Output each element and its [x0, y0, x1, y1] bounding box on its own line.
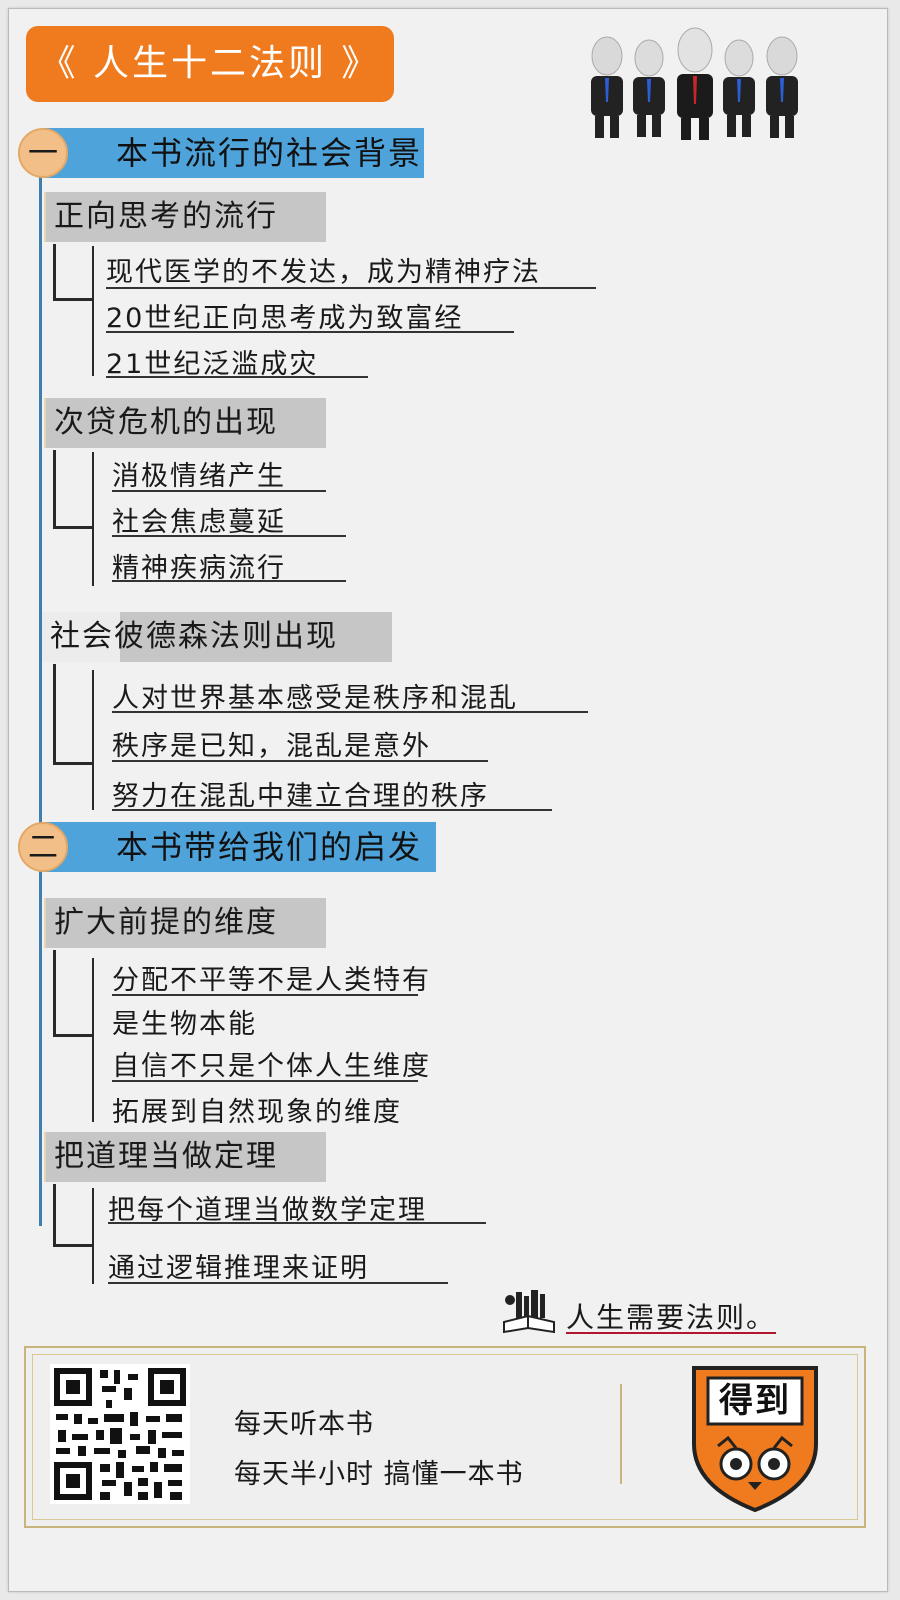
section-heading: 本书流行的社会背景 [44, 128, 424, 178]
item-underline [112, 994, 418, 996]
list-item: 人对世界基本感受是秩序和混乱 [112, 683, 518, 714]
businessmen-illustration [591, 27, 798, 140]
item-underline [112, 535, 346, 537]
list-item: 21世纪泛滥成灾 [106, 349, 319, 380]
branch-line [53, 298, 93, 301]
subtopic-heading: 社会彼德森法则出现 [42, 612, 392, 662]
subtopic-heading: 把道理当做定理 [46, 1132, 326, 1182]
list-item: 自信不只是个体人生维度 [112, 1051, 431, 1082]
branch-line [53, 244, 56, 300]
subtopic-heading: 扩大前提的维度 [46, 898, 326, 948]
section-number: 一 [18, 128, 68, 178]
footer-divider [620, 1384, 622, 1484]
item-underline [112, 580, 346, 582]
book-title: 《 人生十二法则 》 [26, 26, 394, 102]
mindmap-card [8, 8, 888, 1592]
branch-line [53, 450, 56, 528]
slogan-line-1: 每天听本书 [234, 1409, 374, 1440]
conclusion-text: 人生需要法则。 [566, 1301, 777, 1334]
item-underline [106, 331, 514, 333]
item-underline [112, 711, 588, 713]
item-underline [106, 376, 368, 378]
branch-line [53, 1034, 93, 1037]
item-underline [112, 809, 552, 811]
branch-line [92, 246, 94, 376]
list-item: 精神疾病流行 [112, 553, 286, 584]
footer-frame [32, 1354, 858, 1520]
list-item: 通过逻辑推理来证明 [108, 1253, 369, 1284]
list-item: 努力在混乱中建立合理的秩序 [112, 781, 489, 812]
dedao-logo-icon [692, 1366, 818, 1513]
branch-line [53, 1184, 56, 1246]
list-item: 分配不平等不是人类特有 [112, 965, 431, 996]
list-item: 拓展到自然现象的维度 [112, 1097, 402, 1128]
item-underline [108, 1222, 486, 1224]
list-item: 消极情绪产生 [112, 461, 286, 492]
list-item: 秩序是已知，混乱是意外 [112, 731, 431, 762]
branch-line [92, 452, 94, 586]
list-item: 是生物本能 [112, 1009, 257, 1040]
branch-line [53, 664, 56, 764]
section-number: 二 [18, 822, 68, 872]
section-spine [39, 866, 42, 1226]
branch-line [53, 526, 93, 529]
section-spine [39, 170, 42, 830]
branch-line [92, 670, 94, 810]
item-underline [108, 1282, 448, 1284]
item-underline [112, 1080, 418, 1082]
slogan-line-2: 每天半小时 搞懂一本书 [234, 1459, 524, 1490]
qr-code-icon[interactable] [50, 1364, 190, 1504]
branch-line [53, 762, 93, 765]
branch-line [53, 950, 56, 1036]
subtopic-heading: 正向思考的流行 [46, 192, 326, 242]
item-underline [106, 287, 596, 289]
logo-text: 得到 [719, 1381, 791, 1421]
item-underline [112, 760, 488, 762]
list-item: 20世纪正向思考成为致富经 [106, 303, 464, 334]
book-reader-icon [503, 1290, 555, 1334]
business-figure-icon [591, 36, 623, 138]
subtopic-heading: 次贷危机的出现 [46, 398, 326, 448]
section-heading: 本书带给我们的启发 [44, 822, 436, 872]
conclusion-underline [566, 1332, 776, 1334]
branch-line [92, 958, 94, 1122]
branch-line [92, 1188, 94, 1284]
list-item: 社会焦虑蔓延 [112, 507, 286, 538]
list-item: 现代医学的不发达，成为精神疗法 [106, 257, 541, 288]
list-item: 把每个道理当做数学定理 [108, 1195, 427, 1226]
branch-line [53, 1244, 93, 1247]
item-underline [112, 490, 326, 492]
